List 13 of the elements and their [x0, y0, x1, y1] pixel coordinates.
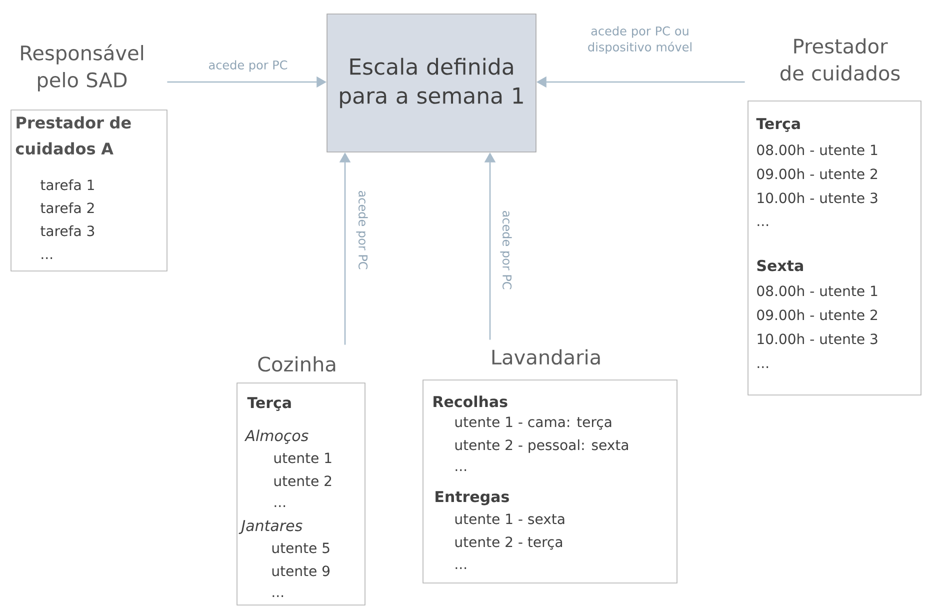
list-box: Lavandaria Recolhas utente 1 - cama: terça utente 2 - pessoal: sexta ... Entregas utente 1 - sexta utente 2 - terça ...	[422, 349, 678, 584]
list-box: Prestador de cuidados Terça 08.00h - utente 1 09.00h - utente 2 10.00h - utente 3 ... Sexta 08.00h - utente 1 09.00h - utente 2 10.00h - utente 3 ...	[748, 38, 922, 396]
node-label: Cozinha	[258, 356, 336, 372]
list-box: Responsável pelo SAD Prestador de cuidados A tarefa 1 tarefa 2 tarefa 3 ...	[10, 44, 168, 272]
edge-label: acede por PC ou dispositivo móvel	[579, 25, 701, 55]
node-label: Prestador de cuidados	[780, 38, 900, 81]
node-label: Lavandaria	[492, 349, 600, 365]
edge-label: acede por PC	[207, 59, 289, 73]
edge-label: acede por PC	[499, 209, 513, 291]
list-box: Cozinha Terça Almoços utente 1 utente 2 ... Jantares utente 5 utente 9 ...	[236, 356, 366, 606]
central-box: Escala definida para a semana 1	[326, 14, 536, 152]
node-label: Responsável pelo SAD	[21, 44, 144, 92]
edge-label: acede por PC	[355, 189, 369, 271]
